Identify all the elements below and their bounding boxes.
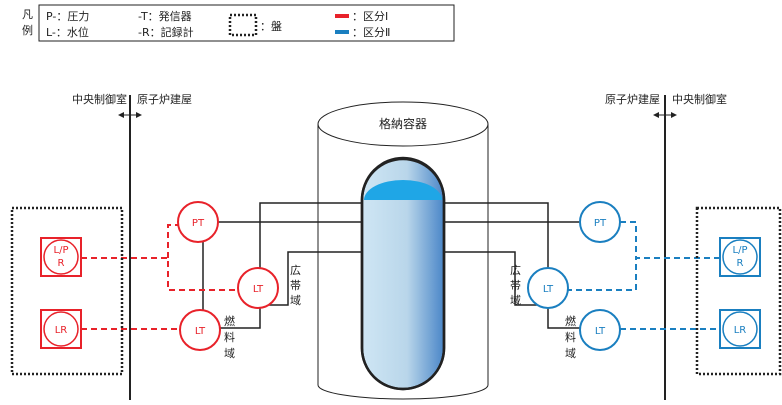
left-reactor-building-label: 原子炉建屋 <box>137 92 192 106</box>
svg-text:域: 域 <box>224 347 235 360</box>
fuel-range-label-left: 燃 料 域 <box>224 314 235 360</box>
lpr-top-label: L/P <box>54 245 69 256</box>
svg-text:帯: 帯 <box>510 279 521 292</box>
svg-text:広: 広 <box>510 264 521 277</box>
legend-box <box>38 4 455 42</box>
right-boundary: 原子炉建屋 中央制御室 <box>605 92 727 400</box>
panel-division1 <box>10 206 124 376</box>
division1-signals <box>81 224 238 330</box>
svg-text:域: 域 <box>565 347 576 360</box>
svg-text:域: 域 <box>510 294 521 307</box>
legend-division1: ：区分Ⅰ <box>352 10 388 23</box>
legend-pressure: P-：圧力 <box>46 10 89 23</box>
left-arrow-head-right <box>136 112 142 118</box>
legend-recorder: -R：記録計 <box>138 25 194 39</box>
legend-panel: ：盤 <box>260 20 282 33</box>
legend-panel-icon <box>228 13 258 37</box>
pt-transmitter-division1: PT <box>177 201 219 243</box>
containment-label: 格納容器 <box>379 116 427 131</box>
lr-label: LR <box>734 325 747 336</box>
left-control-room-label: 中央制御室 <box>72 92 127 106</box>
lpr-bottom-label: R <box>737 258 744 269</box>
lt-label: LT <box>595 326 606 337</box>
svg-text:料: 料 <box>565 330 576 344</box>
svg-text:帯: 帯 <box>290 279 301 292</box>
svg-text:燃: 燃 <box>565 314 576 328</box>
vessel-water-surface <box>364 180 442 200</box>
lt-fuel-transmitter-division1: LT <box>179 309 221 351</box>
lpr-bottom-label: R <box>58 258 65 269</box>
lt-wide-transmitter-division1: LT <box>237 267 279 309</box>
piping <box>202 202 600 329</box>
right-reactor-building-label: 原子炉建屋 <box>605 92 660 106</box>
pt-label: PT <box>594 218 607 229</box>
lpr-recorder-division1: L/P R <box>40 237 82 277</box>
lpr-top-label: L/P <box>733 245 748 256</box>
lt-label: LT <box>195 326 206 337</box>
vessel-shell <box>360 200 446 391</box>
right-control-room-label: 中央制御室 <box>672 92 727 106</box>
vessel-dome <box>360 156 446 201</box>
svg-text:燃: 燃 <box>224 314 235 328</box>
fuel-range-label-right: 燃 料 域 <box>565 314 576 360</box>
legend-transmitter: -T：発信器 <box>138 9 192 23</box>
legend-division2: ：区分Ⅱ <box>352 26 390 39</box>
lt-label: LT <box>543 284 554 295</box>
right-arrow-head-left <box>653 112 659 118</box>
svg-text:域: 域 <box>290 294 301 307</box>
panel-division2 <box>695 206 782 376</box>
legend-title-2: 例 <box>22 23 33 37</box>
lr-recorder-division1: LR <box>40 309 82 349</box>
left-arrow-head-left <box>118 112 124 118</box>
wide-range-label-right: 広 帯 域 <box>510 264 521 307</box>
left-boundary: 中央制御室 原子炉建屋 <box>72 92 192 400</box>
legend-level: L-：水位 <box>46 25 89 39</box>
right-arrow-head-right <box>671 112 677 118</box>
svg-text:広: 広 <box>290 264 301 277</box>
lr-recorder-division2: LR <box>719 309 761 349</box>
lpr-recorder-division2: L/P R <box>719 237 761 277</box>
lt-fuel-transmitter-division2: LT <box>579 309 621 351</box>
svg-text:料: 料 <box>224 330 235 344</box>
reactor-vessel <box>360 156 446 391</box>
wide-range-label-left: 広 帯 域 <box>290 264 301 307</box>
pt-label: PT <box>192 218 205 229</box>
legend-title-1: 凡 <box>22 8 33 21</box>
pt-transmitter-division2: PT <box>579 201 621 243</box>
lt-wide-transmitter-division2: LT <box>527 267 569 309</box>
legend: 凡 例 P-：圧力 L-：水位 -T：発信器 -R：記録計 ：盤 ：区分Ⅰ ：区… <box>22 4 455 42</box>
division2-signals <box>566 221 720 330</box>
lt-label: LT <box>253 284 264 295</box>
lr-label: LR <box>55 325 68 336</box>
